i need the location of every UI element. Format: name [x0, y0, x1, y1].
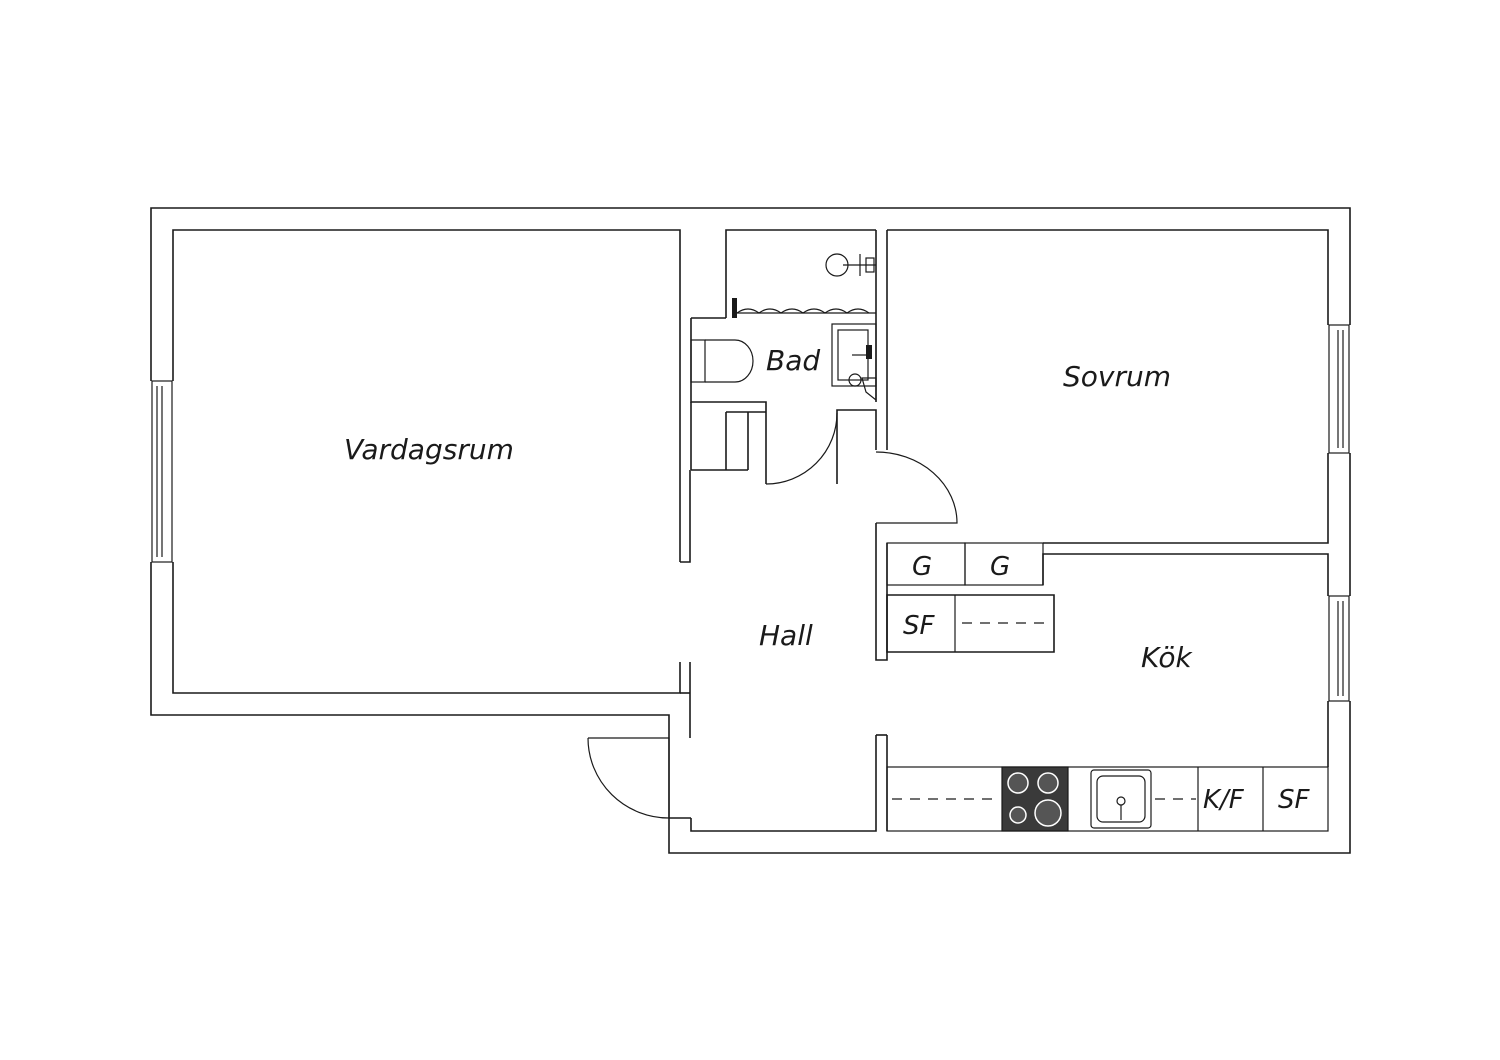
window-right-lower [1327, 595, 1351, 702]
living-hall-wall [680, 470, 691, 563]
shower-icon [732, 253, 876, 318]
stove-hob-icon [1001, 766, 1069, 832]
kitchen-storage-label: SF [1278, 785, 1311, 815]
kitchen-sink-icon [1090, 769, 1152, 829]
living-room [150, 229, 691, 738]
hall-storage-label: SF [903, 611, 936, 641]
room-label-bath: Bad [766, 344, 820, 377]
fridge-freezer-label: K/F [1203, 785, 1245, 815]
room-label-hall: Hall [759, 619, 813, 652]
outer-wall [150, 207, 1351, 854]
wardrobe-label-1: G [912, 552, 932, 582]
bedroom: Sovrum [875, 229, 1351, 661]
window-right-upper [1327, 324, 1351, 454]
room-label-bedroom: Sovrum [1063, 360, 1171, 393]
window-left [150, 380, 174, 563]
wardrobe-label-2: G [990, 552, 1010, 582]
room-label-kitchen: Kök [1141, 641, 1193, 674]
bathroom-door-swing [765, 412, 838, 485]
bedroom-door-swing [875, 451, 958, 524]
bathroom: Bad [690, 229, 877, 485]
wardrobe-units: G G [886, 542, 1044, 586]
bathroom-sink-icon [831, 323, 877, 402]
entrance-door [587, 737, 691, 819]
kitchen: SF K/F [690, 553, 1351, 832]
room-label-living: Vardagsrum [344, 433, 514, 466]
toilet-icon [690, 339, 754, 383]
